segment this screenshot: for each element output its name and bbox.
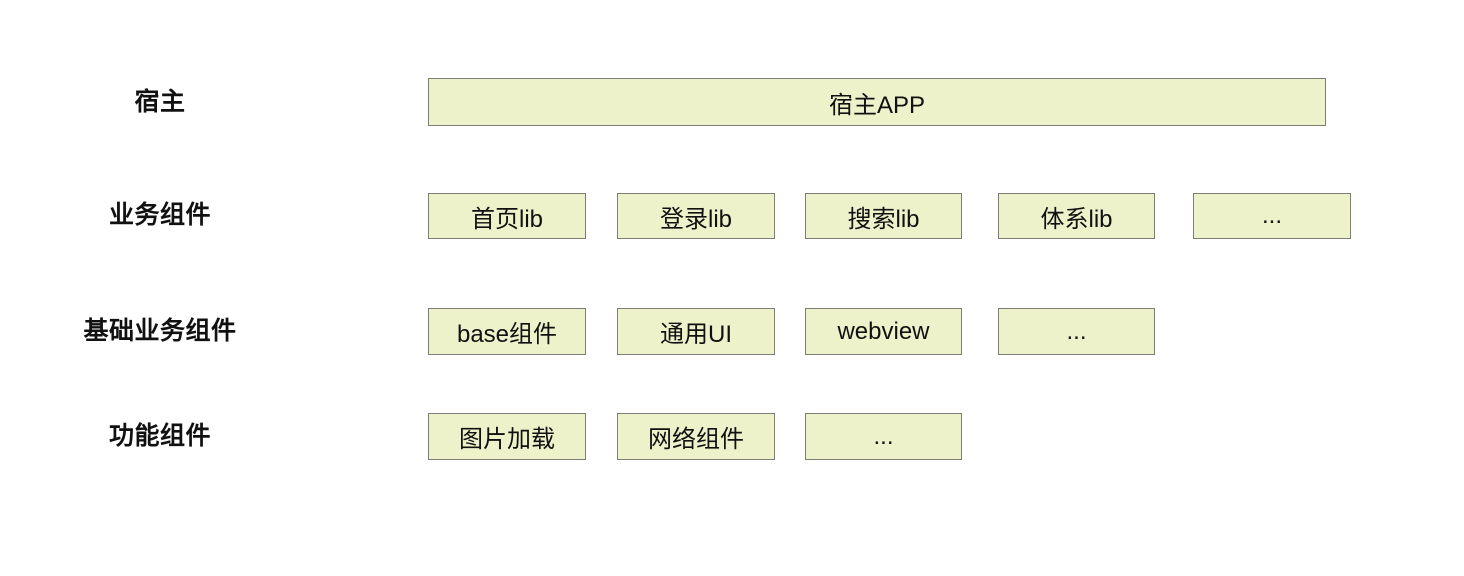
box-base-business-more-label: ... [1066, 317, 1087, 345]
row-label-business-components: 业务组件 [108, 201, 211, 229]
row-label-base-business-components: 基础业务组件 [83, 317, 237, 345]
box-business-more-label: ... [1261, 202, 1282, 229]
box-host-app-label: 宿主APP [828, 91, 926, 119]
box-search-lib-label: 搜索lib [847, 205, 920, 233]
box-base-business-more: ... [998, 308, 1155, 355]
box-feature-more: ... [805, 413, 962, 460]
box-webview: webview [805, 308, 962, 355]
box-feature-more-label: ... [873, 422, 894, 450]
box-common-ui-label: 通用UI [660, 321, 732, 348]
box-login-lib-label: 登录lib [659, 205, 732, 233]
box-business-more: ... [1193, 193, 1351, 239]
row-label-host: 宿主 [134, 88, 186, 116]
box-base-components: base组件 [428, 308, 586, 355]
box-network-component: 网络组件 [617, 413, 775, 460]
box-home-lib-label: 首页lib [470, 205, 543, 233]
box-host-app: 宿主APP [428, 78, 1326, 126]
box-common-ui: 通用UI [617, 308, 775, 355]
box-image-loading-label: 图片加载 [459, 426, 555, 453]
box-system-lib-label: 体系lib [1040, 205, 1113, 233]
box-webview-label: webview [837, 317, 930, 345]
box-search-lib: 搜索lib [805, 193, 962, 239]
box-login-lib: 登录lib [617, 193, 775, 239]
box-network-component-label: 网络组件 [648, 426, 744, 453]
box-base-components-label: base组件 [456, 321, 558, 348]
box-home-lib: 首页lib [428, 193, 586, 239]
row-label-feature-components: 功能组件 [108, 422, 211, 450]
box-image-loading: 图片加载 [428, 413, 586, 460]
box-system-lib: 体系lib [998, 193, 1155, 239]
